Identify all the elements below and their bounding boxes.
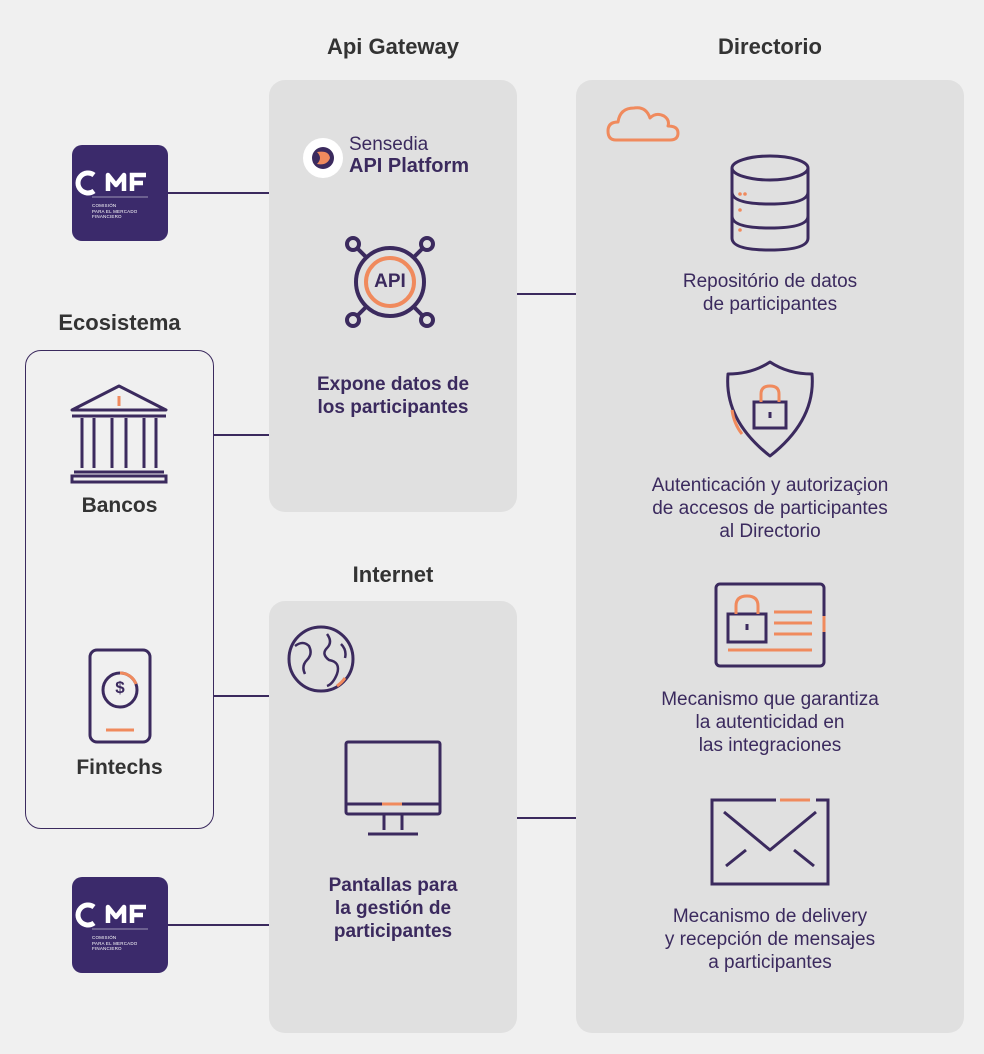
- connector-cmf-top-to-gateway: [168, 192, 269, 194]
- certificate-icon: [714, 582, 826, 668]
- cmf-line2: PARA EL MERCADO: [92, 940, 138, 946]
- cmf-line3: FINANCIERO: [92, 214, 122, 219]
- internet-panel: [269, 601, 517, 1033]
- cmf-mark-icon: [75, 170, 148, 198]
- api-gateway-heading: Api Gateway: [326, 34, 460, 59]
- directorio-caption-4: Mecanismo de delivery y recepción de men…: [664, 906, 876, 973]
- cmf-line2: PARA EL MERCADO: [92, 208, 138, 214]
- database-icon: [730, 154, 810, 252]
- smartphone-icon: [88, 648, 152, 744]
- shield-lock-icon: [726, 360, 814, 458]
- connector-internet-to-directorio: [517, 817, 576, 819]
- directorio-panel: [576, 80, 964, 1033]
- connector-cmf-bottom-to-internet: [168, 924, 269, 926]
- monitor-icon: [344, 740, 442, 836]
- internet-heading: Internet: [352, 562, 434, 587]
- cmf-line1: COMISIÓN: [92, 203, 117, 208]
- ecosistema-box: [25, 350, 214, 829]
- cmf-logo-top: COMISIÓN PARA EL MERCADO FINANCIERO: [72, 145, 168, 241]
- fintechs-label: Fintechs: [76, 756, 163, 779]
- directorio-caption-2: Autenticación y autorizaçion de accesos …: [651, 475, 889, 542]
- sensedia-logo-icon: [303, 138, 343, 178]
- fintech-dollar-symbol: $: [115, 678, 125, 697]
- cmf-mark-icon: [75, 902, 148, 930]
- cloud-icon: [606, 106, 680, 142]
- connector-eco-to-gateway: [214, 434, 269, 436]
- envelope-icon: [710, 798, 830, 886]
- bancos-label: Bancos: [81, 494, 158, 517]
- sensedia-brand-name: Sensedia: [349, 134, 429, 155]
- connector-gateway-to-directorio: [517, 293, 576, 295]
- connector-eco-to-internet: [214, 695, 269, 697]
- directorio-caption-3: Mecanismo que garantiza la autenticidad …: [661, 689, 879, 756]
- directorio-caption-1: Repositório de datos de participantes: [682, 271, 858, 315]
- api-label: API: [374, 271, 406, 292]
- api-hub-icon: [345, 236, 435, 328]
- cmf-line3: FINANCIERO: [92, 946, 122, 951]
- internet-caption: Pantallas para la gestión de participant…: [328, 875, 458, 942]
- globe-icon: [287, 625, 355, 693]
- api-platform-name: API Platform: [349, 155, 470, 177]
- ecosistema-heading: Ecosistema: [58, 310, 181, 335]
- gateway-caption: Expone datos de los participantes: [316, 374, 470, 418]
- cmf-line1: COMISIÓN: [92, 935, 117, 940]
- cmf-logo-bottom: COMISIÓN PARA EL MERCADO FINANCIERO: [72, 877, 168, 973]
- bank-icon: [70, 384, 168, 484]
- directorio-heading: Directorio: [718, 34, 822, 59]
